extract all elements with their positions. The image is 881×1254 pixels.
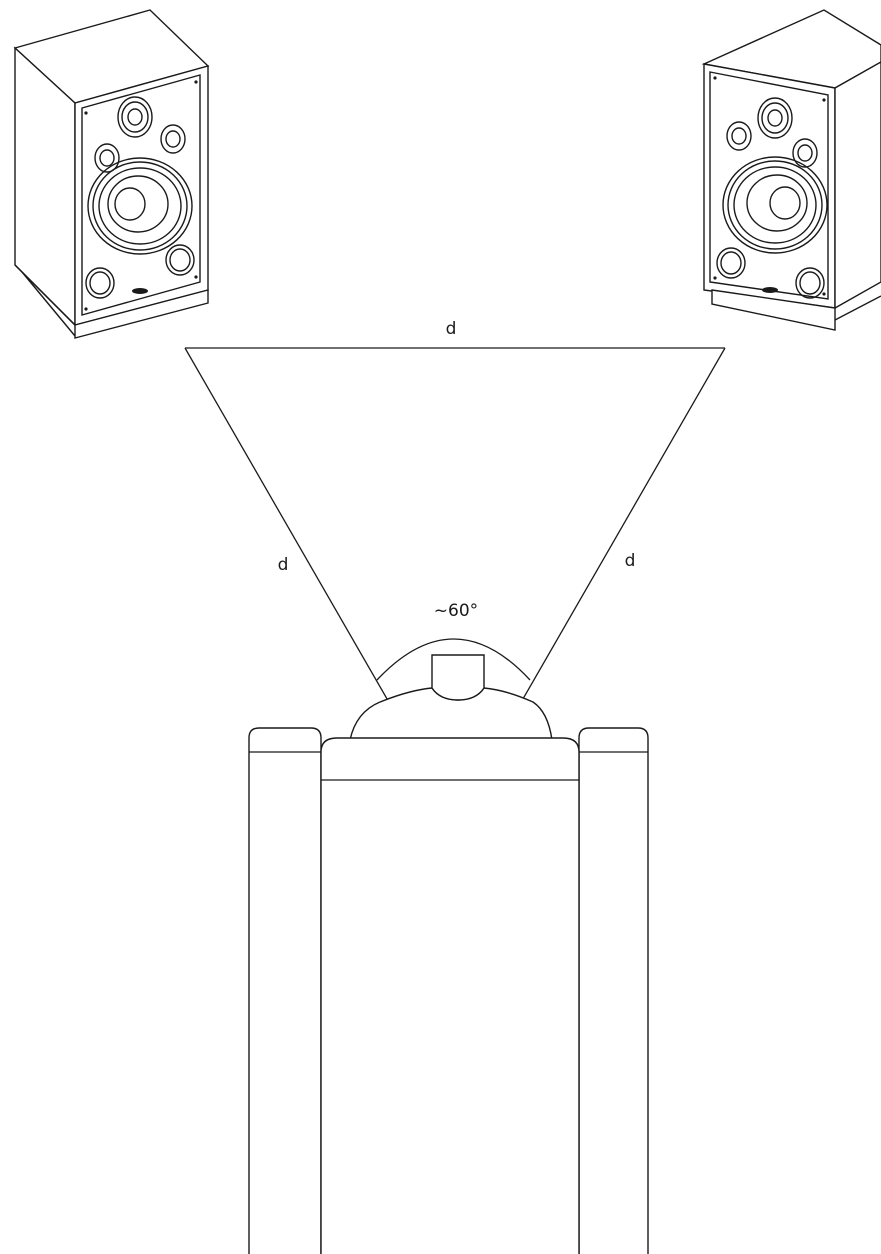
left-speaker (15, 10, 208, 338)
top-side-label: d (446, 319, 457, 339)
right-speaker (704, 10, 881, 330)
armchair (249, 728, 648, 1254)
right-side-label: d (625, 551, 636, 571)
listener-neck (432, 655, 484, 700)
left-side-label: d (278, 555, 289, 575)
chair-left-arm (249, 728, 321, 1254)
chair-right-arm (579, 728, 648, 1254)
angle-label: ~60° (434, 601, 478, 621)
chair-back (321, 738, 579, 1254)
